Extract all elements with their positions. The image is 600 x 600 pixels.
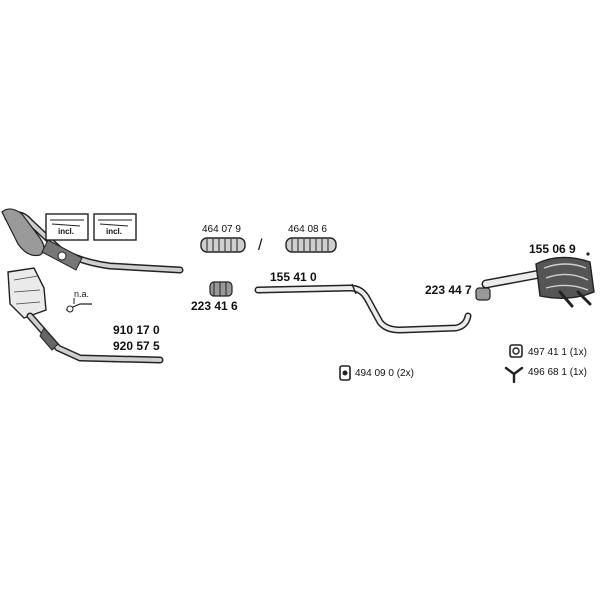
rear-silencer-155069 bbox=[481, 252, 595, 308]
part-155069-label: 155 06 9 bbox=[529, 242, 576, 256]
incl-box-2 bbox=[93, 213, 137, 241]
incl-label-1: incl. bbox=[58, 227, 75, 236]
part-223447-label: 223 44 7 bbox=[425, 283, 472, 297]
y-bracket-icon bbox=[504, 366, 524, 384]
front-pipe-catalytic bbox=[1, 208, 184, 274]
part-910170-label: 910 17 0 bbox=[113, 323, 160, 337]
part-494090-label: 494 09 0 (2x) bbox=[355, 368, 414, 379]
slash-separator: / bbox=[258, 237, 263, 254]
part-223416-label: 223 41 6 bbox=[191, 299, 238, 313]
incl-label-2: incl. bbox=[106, 227, 123, 236]
clamp-223416 bbox=[209, 281, 233, 297]
part-464086-label: 464 08 6 bbox=[288, 224, 327, 235]
part-496681-label: 496 68 1 (1x) bbox=[528, 367, 587, 378]
flex-pipe-464086 bbox=[285, 237, 337, 253]
manifold-cat-pipe bbox=[7, 267, 164, 364]
rubber-mount-icon bbox=[339, 365, 351, 381]
incl-box-1 bbox=[45, 213, 89, 241]
part-920575-label: 920 57 5 bbox=[113, 339, 160, 353]
flex-pipe-464079 bbox=[200, 237, 246, 253]
part-464079-label: 464 07 9 bbox=[202, 224, 241, 235]
na-label: n.a. bbox=[74, 289, 90, 299]
lambda-sensor bbox=[65, 298, 92, 313]
part-155410-label: 155 41 0 bbox=[270, 270, 317, 284]
clamp-icon bbox=[509, 344, 523, 358]
part-497411-label: 497 41 1 (1x) bbox=[528, 347, 587, 358]
middle-pipe-155410 bbox=[254, 283, 472, 334]
clamp-223447 bbox=[475, 287, 491, 301]
